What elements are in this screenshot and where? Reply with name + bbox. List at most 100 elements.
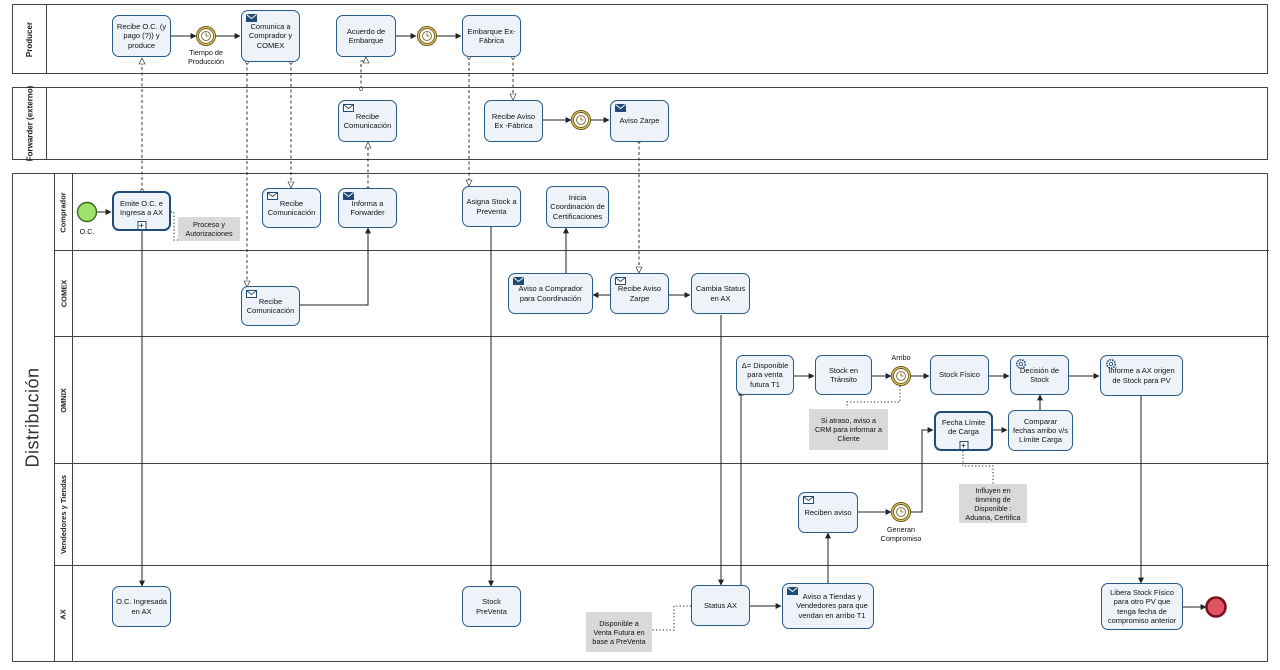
envelope-icon xyxy=(246,290,257,298)
task-oc-ingresada[interactable]: O.C. Ingresada en AX xyxy=(112,586,171,627)
gear-icon xyxy=(1015,358,1027,370)
lane-vendedores-label: Vendedores y Tiendas xyxy=(55,464,73,565)
task-inicia-coordinacion[interactable]: Inicia Coordinación de Certificaciones xyxy=(546,186,609,228)
task-comex-recibe-aviso-zarpe[interactable]: Recibe Aviso Zarpe xyxy=(610,273,669,314)
task-reciben-aviso[interactable]: Reciben aviso xyxy=(798,492,858,533)
task-comp-recibe-comunicacion-label: Recibe Comunicación xyxy=(267,198,316,217)
task-status-ax-label: Status AX xyxy=(704,600,737,610)
note-influyen-timming: Influyen en timming de Disponible : Adua… xyxy=(959,484,1027,523)
envelope-icon xyxy=(787,587,798,595)
task-fw-recibe-comunicacion[interactable]: Recibe Comunicación xyxy=(338,100,397,142)
lane-comprador: Comprador xyxy=(55,174,1269,250)
label-start-oc: O.C. xyxy=(79,227,95,236)
task-stock-fisico-label: Stock Físico xyxy=(939,370,980,380)
task-stock-preventa-label: Stock PreVenta xyxy=(476,597,507,616)
assoc-arribo-atraso xyxy=(846,386,901,408)
envelope-icon xyxy=(267,192,278,200)
lane-ax-label: AX xyxy=(55,566,73,662)
label-arribo: Arribo xyxy=(891,353,911,362)
task-aviso-comprador[interactable]: Aviso a Comprador para Coordinación xyxy=(508,273,593,314)
gear-icon xyxy=(1105,358,1117,370)
task-stock-preventa[interactable]: Stock PreVenta xyxy=(462,586,521,627)
task-recibe-oc-label: Recibe O.C. (y pago (?)) y produce xyxy=(116,22,167,50)
lane-vendedores: Vendedores y Tiendas xyxy=(55,463,1269,565)
sequence-flows xyxy=(97,33,1207,610)
flow-comex-recibe-to-informa xyxy=(299,227,371,306)
pool-producer: Producer xyxy=(12,4,1268,74)
pool-distribucion-label: Distribución xyxy=(13,174,55,661)
task-cambia-status-label: Cambia Status en AX xyxy=(695,284,746,303)
task-disponible-t1-label: Δ= Disponible para venta futura T1 xyxy=(741,361,789,389)
task-acuerdo-embarque-label: Acuerdo de Embarque xyxy=(346,26,386,45)
task-stock-fisico[interactable]: Stock Físico xyxy=(930,355,989,395)
task-emite-oc-label: Emite O.C. e Ingresa a AX xyxy=(120,198,163,217)
envelope-icon xyxy=(246,14,257,22)
envelope-icon xyxy=(615,104,626,112)
task-informa-ax-origen[interactable]: Informe a AX origen de Stock para PV xyxy=(1100,355,1183,396)
task-stock-transito[interactable]: Stock en Tránsito xyxy=(815,355,872,395)
task-status-ax[interactable]: Status AX xyxy=(691,585,750,626)
task-embarque-exfabrica[interactable]: Embarque Ex-Fábrica xyxy=(462,15,521,57)
envelope-icon xyxy=(615,277,626,285)
envelope-icon xyxy=(803,496,814,504)
envelope-icon xyxy=(343,104,354,112)
task-comunica-comprador-label: Comunica a Comprador y COMEX xyxy=(248,22,293,50)
task-fw-aviso-zarpe[interactable]: Aviso Zarpe xyxy=(610,100,669,142)
task-acuerdo-embarque[interactable]: Acuerdo de Embarque xyxy=(336,15,396,57)
task-libera-stock-label: Libera Stock Físico para otro PV que ten… xyxy=(1107,588,1177,625)
task-disponible-t1[interactable]: Δ= Disponible para venta futura T1 xyxy=(736,355,794,395)
task-decision-stock[interactable]: Decisión de Stock xyxy=(1010,355,1069,395)
task-libera-stock[interactable]: Libera Stock Físico para otro PV que ten… xyxy=(1101,583,1183,630)
task-reciben-aviso-label: Reciben aviso xyxy=(804,507,852,517)
note-disponible-venta-futura: Disponible a Venta Futura en base a PreV… xyxy=(586,612,652,652)
task-cambia-status[interactable]: Cambia Status en AX xyxy=(691,273,750,314)
task-asigna-stock-label: Asigna Stock a Preventa xyxy=(466,197,517,216)
timer-event-compromiso xyxy=(891,502,911,522)
plus-marker-icon[interactable]: + xyxy=(137,221,146,230)
pool-producer-label: Producer xyxy=(13,5,47,73)
lane-omnix-label: OMNIX xyxy=(55,337,73,463)
lane-omnix: OMNIX xyxy=(55,336,1269,463)
task-informa-ax-origen-label: Informe a AX origen de Stock para PV xyxy=(1108,366,1175,385)
start-event xyxy=(76,201,98,223)
task-aviso-tiendas[interactable]: Aviso a Tiendas y Vendedores para que ve… xyxy=(782,583,874,629)
task-comex-recibe-comunicacion[interactable]: Recibe Comunicación xyxy=(241,286,300,326)
timer-event-forwarder xyxy=(571,110,591,130)
lane-comprador-label: Comprador xyxy=(55,174,73,250)
end-event xyxy=(1205,596,1227,618)
task-asigna-stock[interactable]: Asigna Stock a Preventa xyxy=(462,186,521,227)
task-stock-transito-label: Stock en Tránsito xyxy=(828,365,859,384)
task-fecha-limite[interactable]: Fecha Límite de Carga + xyxy=(934,411,993,451)
assoc-status-disponible xyxy=(652,605,691,631)
assoc-emite-proceso xyxy=(171,211,197,241)
task-fw-recibe-aviso[interactable]: Recibe Aviso Ex -Fábrica xyxy=(484,100,543,142)
task-oc-ingresada-label: O.C. Ingresada en AX xyxy=(116,597,167,616)
lane-ax: AX xyxy=(55,565,1269,662)
pool-forwarder-label: Forwarder (externo) xyxy=(13,86,47,161)
task-recibe-oc[interactable]: Recibe O.C. (y pago (?)) y produce xyxy=(112,15,171,57)
task-comparar-fechas[interactable]: Comparar fechas arribo v/s Límite Carga xyxy=(1008,410,1073,451)
timer-event-arribo xyxy=(891,366,911,386)
task-decision-stock-label: Decisión de Stock xyxy=(1019,365,1060,384)
envelope-icon xyxy=(513,277,524,285)
plus-marker-icon[interactable]: + xyxy=(959,441,968,450)
task-emite-oc[interactable]: Emite O.C. e Ingresa a AX + xyxy=(112,191,171,231)
task-comex-recibe-aviso-zarpe-label: Recibe Aviso Zarpe xyxy=(617,284,662,303)
message-flows xyxy=(142,57,639,287)
task-inicia-coordinacion-label: Inicia Coordinación de Certificaciones xyxy=(550,193,605,221)
flow-generan-to-fecha xyxy=(911,427,934,513)
label-generan-compromiso: Generan Compromiso xyxy=(880,525,922,543)
task-comparar-fechas-label: Comparar fechas arribo v/s Límite Carga xyxy=(1012,416,1069,445)
lane-comex: COMEX xyxy=(55,250,1269,336)
task-informa-forwarder[interactable]: Informa a Forwarder xyxy=(338,188,397,228)
associations xyxy=(171,211,994,631)
timer-event-produccion xyxy=(196,26,216,46)
task-comunica-comprador[interactable]: Comunica a Comprador y COMEX xyxy=(241,10,300,62)
task-aviso-comprador-label: Aviso a Comprador para Coordinación xyxy=(518,284,583,303)
task-comex-recibe-comunicacion-label: Recibe Comunicación xyxy=(246,296,295,315)
task-fw-recibe-comunicacion-label: Recibe Comunicación xyxy=(343,111,392,130)
task-fw-recibe-aviso-label: Recibe Aviso Ex -Fábrica xyxy=(491,111,536,130)
task-comp-recibe-comunicacion[interactable]: Recibe Comunicación xyxy=(262,188,321,228)
